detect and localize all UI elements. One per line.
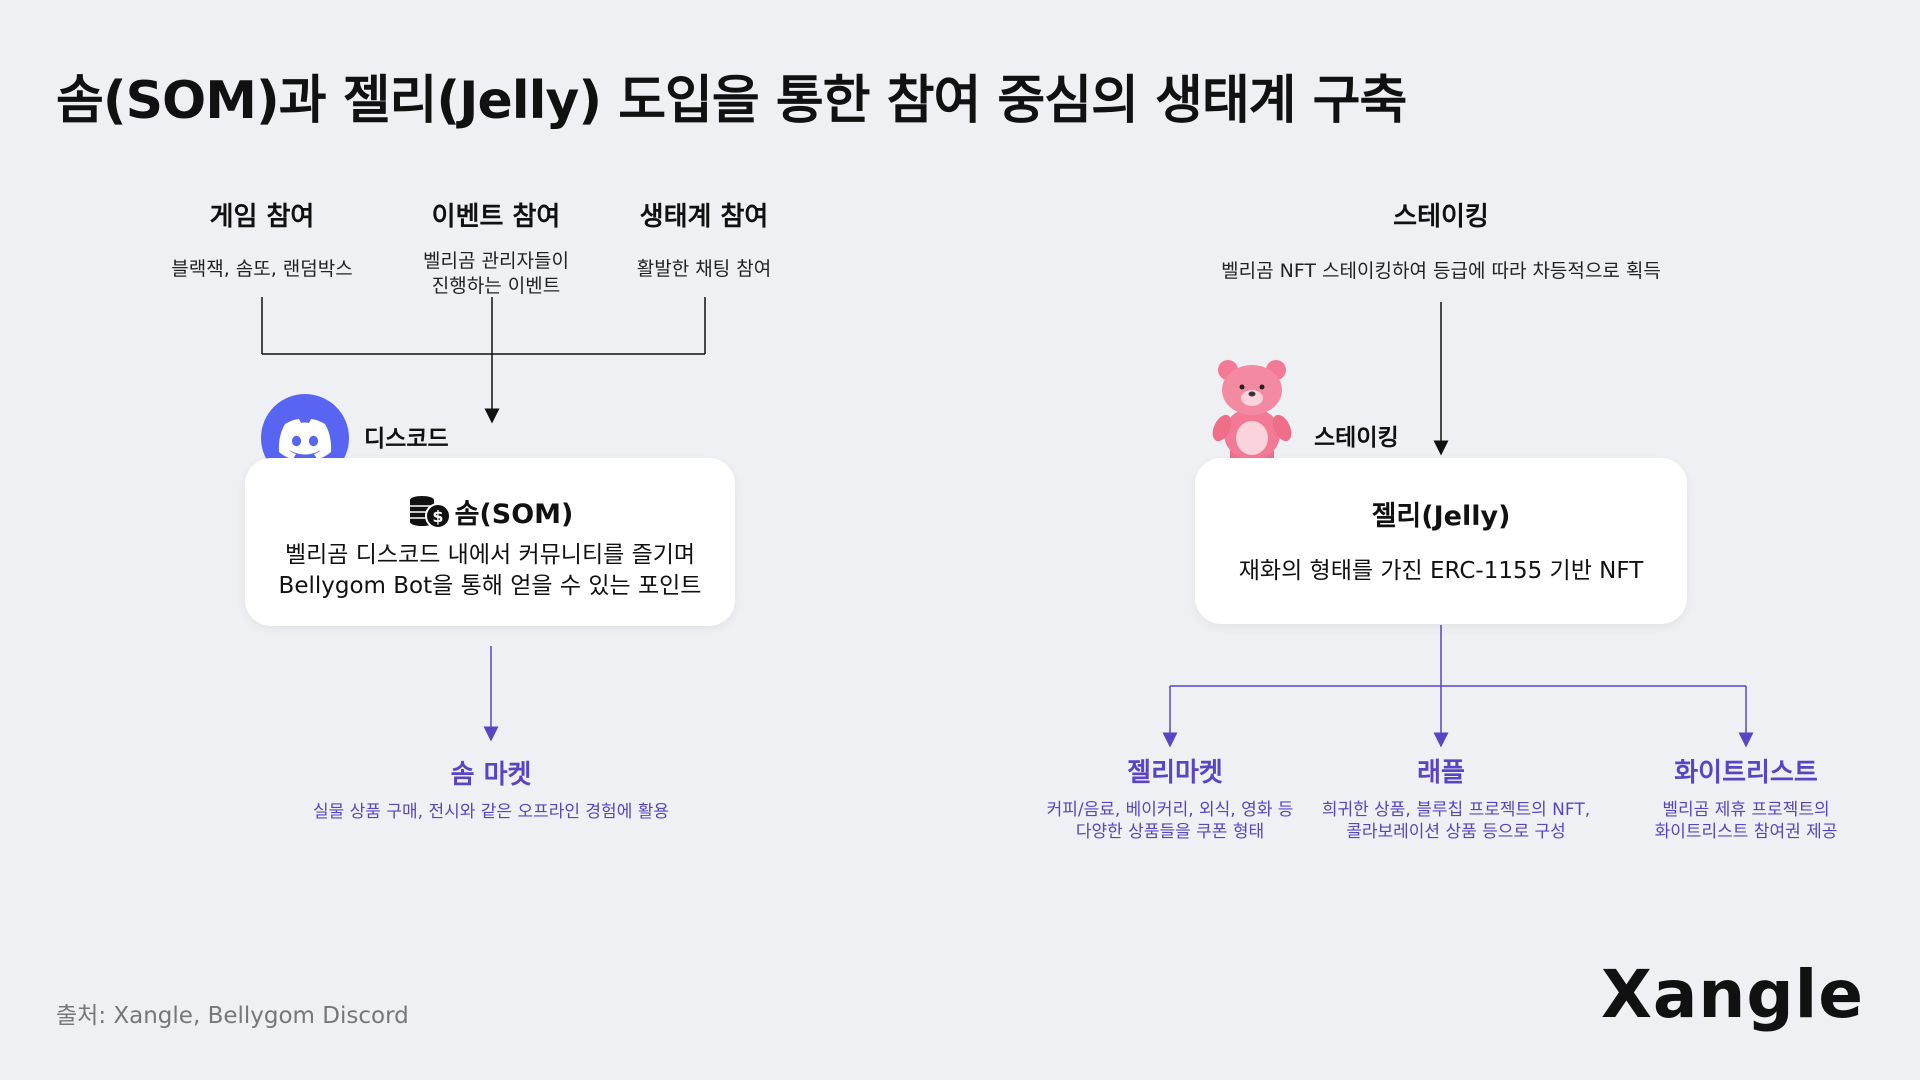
outcome-desc: 실물 상품 구매, 전시와 같은 오프라인 경험에 활용 [312,802,670,822]
outcome-desc: 화이트리스트 참여권 제공 [1654,822,1838,842]
outcome-desc: 커피/음료, 베이커리, 외식, 영화 등 [1046,800,1294,820]
xangle-logo: Xangle [1600,956,1864,1033]
source-staking: 스테이킹 벨리곰 NFT 스테이킹하여 등급에 따라 차등적으로 획득 [1141,196,1741,284]
raffle: 래플 희귀한 상품, 블루칩 프로젝트의 NFT, 콜라보레이션 상품 등으로 … [1296,752,1616,843]
som-market: 솜 마켓 실물 상품 구매, 전시와 같은 오프라인 경험에 활용 [291,754,691,823]
source-desc: 블랙잭, 솜또, 랜덤박스 [171,258,353,280]
source-citation: 출처: Xangle, Bellygom Discord [56,1003,409,1029]
outcome-title: 래플 [1417,758,1465,788]
outcome-desc: 콜라보레이션 상품 등으로 구성 [1346,822,1566,842]
outcome-title: 젤리마켓 [1127,758,1223,788]
outcome-title: 솜 마켓 [450,760,532,790]
som-card-title: 솜(SOM) [454,499,574,530]
source-ecosystem: 생태계 참여 활발한 채팅 참여 [584,196,824,282]
source-game: 게임 참여 블랙잭, 솜또, 랜덤박스 [142,196,382,282]
left-source-bracket [261,297,706,424]
jelly-market: 젤리마켓 커피/음료, 베이커리, 외식, 영화 등 다양한 상품들을 쿠폰 형… [1020,752,1320,843]
mascot-label: 스테이킹 [1314,425,1399,451]
source-event: 이벤트 참여 벨리곰 관리자들이 진행하는 이벤트 [376,196,616,299]
source-desc: 활발한 채팅 참여 [636,258,772,280]
jelly-card: 젤리(Jelly) 재화의 형태를 가진 ERC-1155 기반 NFT [1195,458,1687,624]
som-card-desc: 벨리곰 디스코드 내에서 커뮤니티를 즐기며 [284,542,696,568]
outcome-desc: 희귀한 상품, 블루칩 프로젝트의 NFT, [1321,800,1591,820]
bellygom-bear-icon [1204,356,1300,474]
source-title: 이벤트 참여 [431,202,561,232]
source-desc: 진행하는 이벤트 [431,275,561,297]
source-desc: 벨리곰 관리자들이 [423,250,569,272]
jelly-distribution-lines [1162,625,1754,748]
som-card-header: $ 솜(SOM) [245,492,735,531]
page-title: 솜(SOM)과 젤리(Jelly) 도입을 통한 참여 중심의 생태계 구축 [56,71,1407,131]
source-title: 게임 참여 [209,202,315,232]
coins-icon: $ [407,494,451,530]
platform-label: 디스코드 [364,426,449,452]
outcome-title: 화이트리스트 [1674,758,1818,788]
source-title: 생태계 참여 [639,202,769,232]
jelly-card-title: 젤리(Jelly) [1371,501,1511,532]
som-card: $ 솜(SOM) 벨리곰 디스코드 내에서 커뮤니티를 즐기며 Bellygom… [245,458,735,626]
som-card-desc: Bellygom Bot을 통해 얻을 수 있는 포인트 [278,573,702,599]
whitelist: 화이트리스트 벨리곰 제휴 프로젝트의 화이트리스트 참여권 제공 [1606,752,1886,843]
source-desc: 벨리곰 NFT 스테이킹하여 등급에 따라 차등적으로 획득 [1221,260,1661,282]
jelly-card-desc: 재화의 형태를 가진 ERC-1155 기반 NFT [1238,558,1644,584]
svg-text:$: $ [432,507,443,526]
outcome-desc: 다양한 상품들을 쿠폰 형태 [1075,822,1265,842]
outcome-desc: 벨리곰 제휴 프로젝트의 [1662,800,1830,820]
source-title: 스테이킹 [1393,202,1489,232]
